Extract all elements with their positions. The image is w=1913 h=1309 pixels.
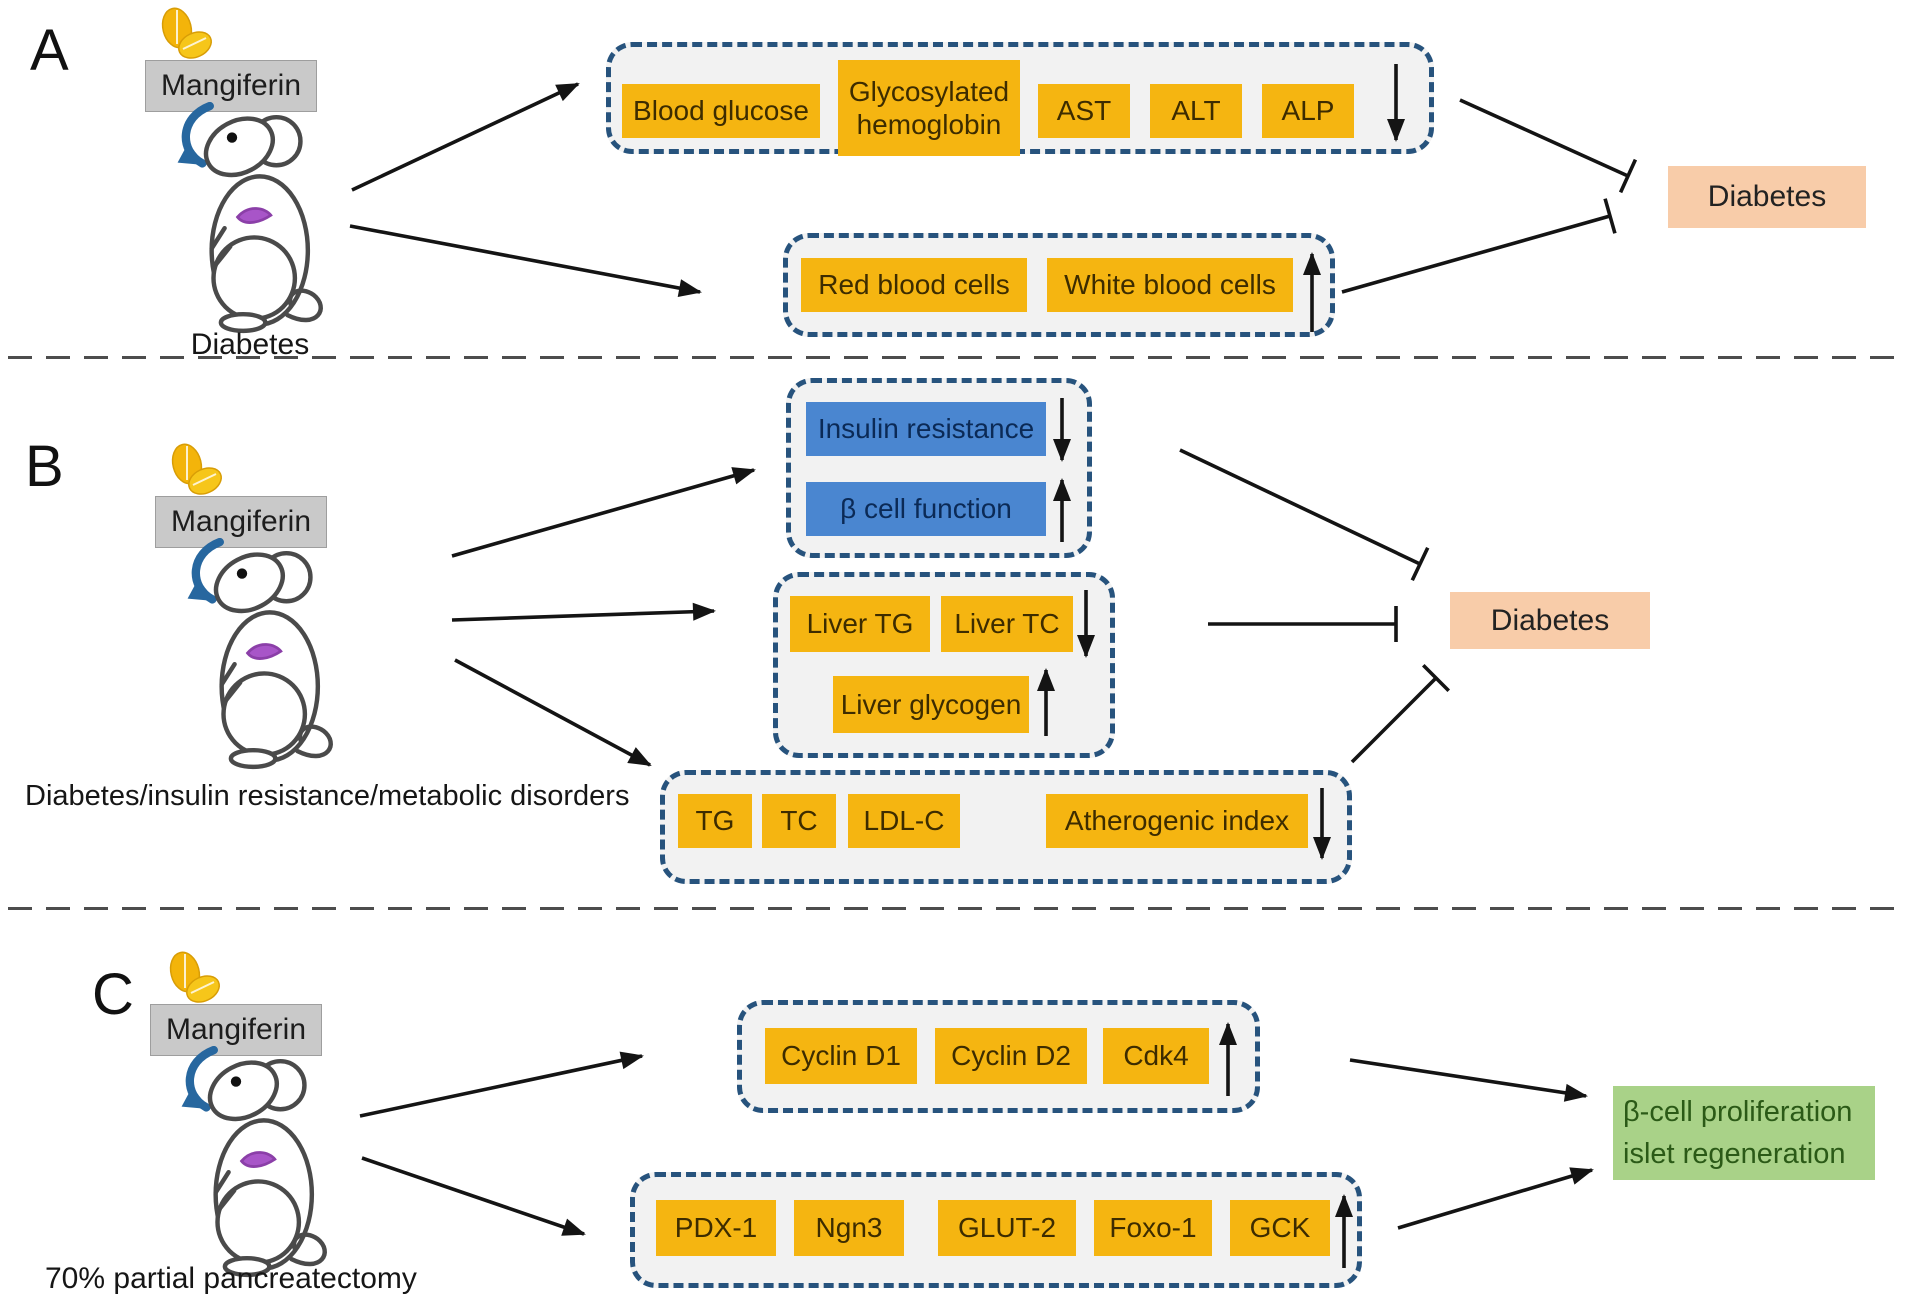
drug-box-a: Mangiferin <box>145 60 317 112</box>
outcome-line-1: β-cell proliferation <box>1623 1095 1853 1128</box>
drug-label-c: Mangiferin <box>165 1013 307 1046</box>
term-box: GLUT-2 <box>938 1200 1076 1256</box>
outcome-line-2: islet regeneration <box>1623 1138 1846 1170</box>
drug-box-c: Mangiferin <box>150 1004 322 1056</box>
inhibition-line-a1 <box>1459 98 1638 194</box>
mango-icon <box>161 7 212 59</box>
mouse-icon-c <box>181 1046 327 1278</box>
term-box: Cdk4 <box>1103 1028 1209 1084</box>
term-box: GCK <box>1230 1200 1330 1256</box>
arrow-mouse-to-a1 <box>351 82 580 192</box>
panel-a-label: A <box>30 18 69 83</box>
inhibition-line-b3 <box>1350 663 1451 764</box>
arrow-mouse-to-b2 <box>451 602 716 622</box>
panel-c-label: C <box>92 962 134 1027</box>
term-box: Ngn3 <box>794 1200 904 1256</box>
term-box: TG <box>678 794 752 848</box>
panel-divider <box>8 907 1905 910</box>
drug-label-b: Mangiferin <box>170 505 312 538</box>
term-box: Blood glucose <box>622 84 820 138</box>
drug-label-a: Mangiferin <box>160 69 302 102</box>
activation-line-c1 <box>1349 1058 1588 1102</box>
term-box: Cyclin D1 <box>765 1028 917 1084</box>
term-box: ALT <box>1150 84 1242 138</box>
term-box: White blood cells <box>1047 258 1293 312</box>
arrow-mouse-to-c1 <box>359 1051 644 1118</box>
drug-box-b: Mangiferin <box>155 496 327 548</box>
term-box: Insulin resistance <box>806 402 1046 456</box>
mango-icon <box>169 951 220 1003</box>
outcome-box-b: Diabetes <box>1450 592 1650 649</box>
inhibition-line-a2 <box>1341 198 1617 294</box>
outcome-box-a: Diabetes <box>1668 166 1866 228</box>
mouse-icon-a <box>177 102 323 334</box>
arrow-mouse-to-b3 <box>454 658 652 767</box>
term-box: ALP <box>1262 84 1354 138</box>
term-box: Liver TC <box>941 596 1073 652</box>
arrow-mouse-to-a2 <box>349 224 702 297</box>
activation-line-c2 <box>1397 1167 1594 1230</box>
outcome-box-c: β-cell proliferation islet regeneration <box>1613 1086 1875 1180</box>
model-caption-b: Diabetes/insulin resistance/metabolic di… <box>25 780 630 812</box>
mouse-icon-b <box>187 538 333 770</box>
arrow-mouse-to-c2 <box>361 1156 586 1236</box>
term-box: Foxo-1 <box>1094 1200 1212 1256</box>
term-box: LDL-C <box>848 794 960 848</box>
term-box: Liver TG <box>790 596 930 652</box>
term-box: TC <box>762 794 836 848</box>
model-caption-a: Diabetes <box>190 328 310 361</box>
inhibition-line-b1 <box>1179 448 1430 582</box>
term-box: β cell function <box>806 482 1046 536</box>
term-box: Red blood cells <box>801 258 1027 312</box>
arrow-mouse-to-b1 <box>451 467 756 558</box>
term-box: Atherogenic index <box>1046 794 1308 848</box>
term-box: Glycosylated hemoglobin <box>838 60 1020 156</box>
panel-divider <box>8 356 1905 359</box>
term-box: Liver glycogen <box>833 676 1029 733</box>
panel-b-label: B <box>25 434 64 499</box>
term-box: AST <box>1038 84 1130 138</box>
model-caption-c: 70% partial pancreatectomy <box>45 1262 417 1295</box>
mango-icon <box>171 443 222 495</box>
term-box: PDX-1 <box>656 1200 776 1256</box>
term-box: Cyclin D2 <box>935 1028 1087 1084</box>
